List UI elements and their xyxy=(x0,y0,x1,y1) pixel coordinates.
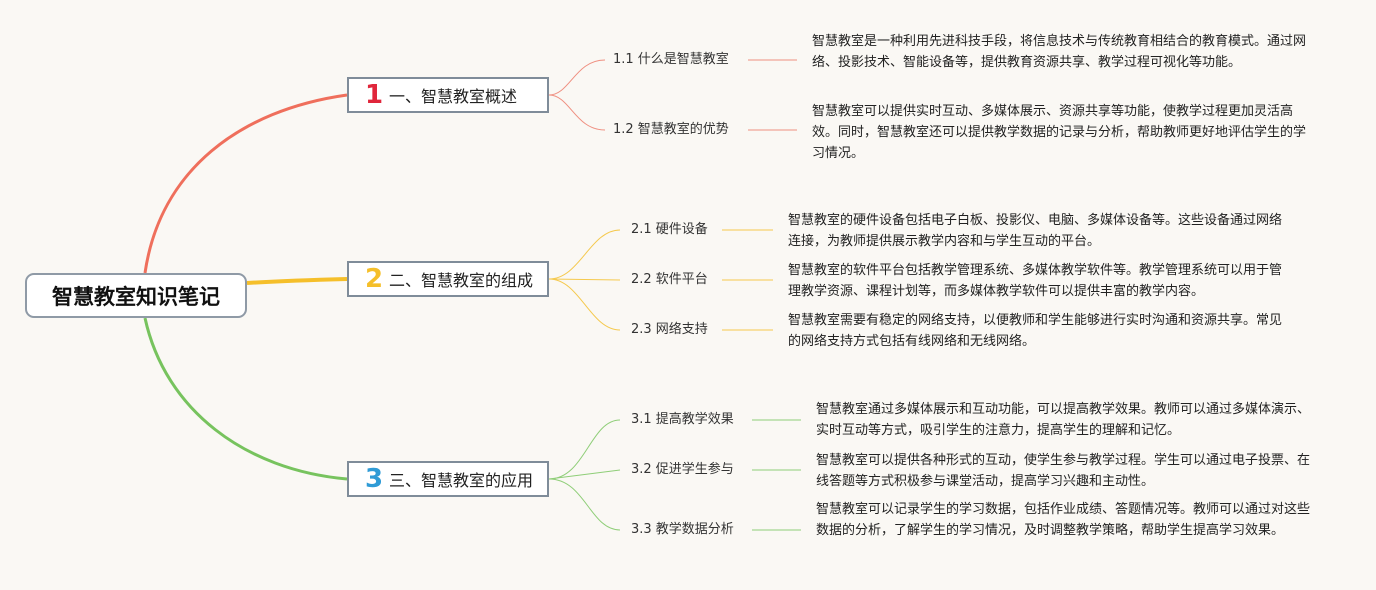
subtopic-network[interactable]: 2.3 网络支持 xyxy=(631,322,708,337)
root-label: 智慧教室知识笔记 xyxy=(52,284,220,309)
desc-student-participation: 智慧教室可以提供各种形式的互动，使学生参与教学过程。学生可以通过电子投票、在线答… xyxy=(816,453,1311,489)
root-link-2 xyxy=(246,277,348,285)
desc-teaching-effect: 智慧教室通过多媒体展示和互动功能，可以提高教学效果。教师可以通过多媒体演示、实时… xyxy=(816,402,1311,438)
desc-advantages: 智慧教室可以提供实时互动、多媒体展示、资源共享等功能，使教学过程更加灵活高效。同… xyxy=(812,104,1307,161)
branch1-link-1 xyxy=(548,59,606,96)
desc-hardware: 智慧教室的硬件设备包括电子白板、投影仪、电脑、多媒体设备等。这些设备通过网络连接… xyxy=(788,213,1283,249)
desc-data-analysis: 智慧教室可以记录学生的学习数据，包括作业成绩、答题情况等。教师可以通过对这些数据… xyxy=(816,502,1311,538)
number-one-icon: 1 xyxy=(365,80,384,110)
root-link-1 xyxy=(143,93,348,274)
number-two-icon: 2 xyxy=(365,264,384,294)
subtopic-data-analysis[interactable]: 3.3 教学数据分析 xyxy=(631,522,734,537)
desc-software: 智慧教室的软件平台包括教学管理系统、多媒体教学软件等。教学管理系统可以用于管理教… xyxy=(788,263,1283,299)
branch3-link-3 xyxy=(548,478,621,531)
branch-label: 二、智慧教室的组成 xyxy=(389,271,534,290)
subtopic-advantages[interactable]: 1.2 智慧教室的优势 xyxy=(613,122,729,137)
branch-label: 三、智慧教室的应用 xyxy=(389,471,534,490)
subtopic-hardware[interactable]: 2.1 硬件设备 xyxy=(631,222,708,237)
subtopic-what-is[interactable]: 1.1 什么是智慧教室 xyxy=(613,52,729,67)
desc-what-is: 智慧教室是一种利用先进科技手段，将信息技术与传统教育相结合的教育模式。通过网络、… xyxy=(812,34,1307,70)
branch1-link-2 xyxy=(548,94,606,131)
branch3-link-2 xyxy=(548,469,621,480)
branch2-link-3 xyxy=(548,278,621,331)
branch-label: 一、智慧教室概述 xyxy=(389,87,518,106)
subtopic-teaching-effect[interactable]: 3.1 提高教学效果 xyxy=(631,412,734,427)
branch-node-overview[interactable]: 1 一、智慧教室概述 xyxy=(347,77,549,113)
branch3-link-1 xyxy=(548,419,621,480)
branch-node-composition[interactable]: 2 二、智慧教室的组成 xyxy=(347,261,549,297)
branch2-link-1 xyxy=(548,229,621,280)
branch2-link-2 xyxy=(548,278,621,281)
branch-node-application[interactable]: 3 三、智慧教室的应用 xyxy=(347,461,549,497)
number-three-icon: 3 xyxy=(365,464,384,494)
subtopic-software[interactable]: 2.2 软件平台 xyxy=(631,272,708,287)
root-link-3 xyxy=(143,317,348,481)
root-node[interactable]: 智慧教室知识笔记 xyxy=(25,273,247,318)
desc-network: 智慧教室需要有稳定的网络支持，以便教师和学生能够进行实时沟通和资源共享。常见的网… xyxy=(788,313,1283,349)
subtopic-student-participation[interactable]: 3.2 促进学生参与 xyxy=(631,462,734,477)
